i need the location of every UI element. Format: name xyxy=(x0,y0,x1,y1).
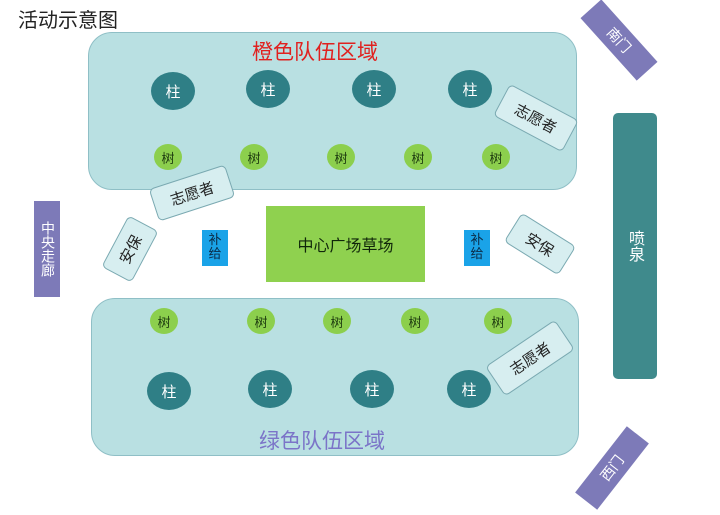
pillar: 柱 xyxy=(147,372,191,410)
tree: 树 xyxy=(247,308,275,334)
supply-char: 给 xyxy=(470,247,484,262)
pillar: 柱 xyxy=(151,72,195,110)
tree: 树 xyxy=(240,144,268,170)
tree: 树 xyxy=(154,144,182,170)
pillar: 柱 xyxy=(447,370,491,408)
pillar: 柱 xyxy=(352,70,396,108)
pillar: 柱 xyxy=(248,370,292,408)
central-corridor: 中央走廊 xyxy=(34,201,60,297)
central-lawn: 中心广场草场 xyxy=(266,206,425,282)
security-tag-right: 安保 xyxy=(503,212,577,276)
tree: 树 xyxy=(484,308,512,334)
fountain: 喷泉 xyxy=(613,113,657,379)
pillar: 柱 xyxy=(246,70,290,108)
supply-station-left: 补 给 xyxy=(202,230,228,266)
green-zone-label: 绿色队伍区域 xyxy=(259,429,385,453)
supply-station-right: 补 给 xyxy=(464,230,490,266)
tree: 树 xyxy=(404,144,432,170)
west-gate: 西门 xyxy=(575,426,649,510)
supply-char: 补 xyxy=(470,233,484,248)
south-gate: 南门 xyxy=(580,0,658,81)
pillar: 柱 xyxy=(350,370,394,408)
pillar: 柱 xyxy=(448,70,492,108)
tree: 树 xyxy=(327,144,355,170)
supply-char: 给 xyxy=(208,247,222,262)
tree: 树 xyxy=(150,308,178,334)
tree: 树 xyxy=(323,308,351,334)
supply-char: 补 xyxy=(208,233,222,248)
tree: 树 xyxy=(401,308,429,334)
orange-zone-label: 橙色队伍区域 xyxy=(252,40,378,64)
security-tag-left: 安保 xyxy=(101,215,159,283)
page-title: 活动示意图 xyxy=(18,8,118,32)
tree: 树 xyxy=(482,144,510,170)
